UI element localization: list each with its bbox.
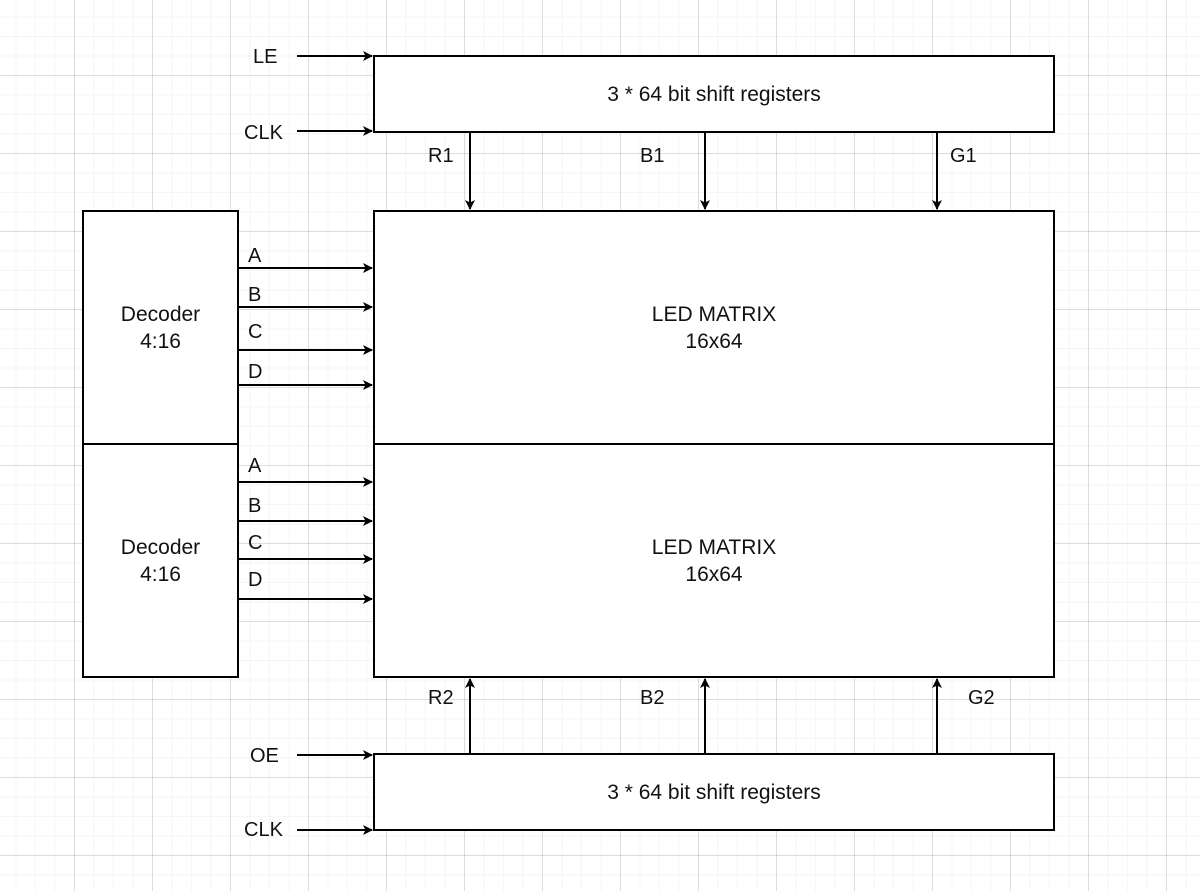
clk-top-label: CLK [244, 122, 283, 144]
led-matrix-bottom-title: LED MATRIX [651, 535, 777, 559]
r2-label: R2 [428, 687, 454, 709]
decoder-bottom: Decoder 4:16 [82, 443, 239, 678]
led-matrix-bottom-size: 16x64 [685, 562, 743, 586]
clk-bottom-label: CLK [244, 819, 283, 841]
decoder-top-a-label: A [248, 245, 262, 267]
decoder-top-title: Decoder [120, 302, 201, 326]
shift-register-bottom: 3 * 64 bit shift registers [373, 753, 1055, 831]
decoder-bottom-b-label: B [248, 495, 262, 517]
le-label: LE [253, 46, 278, 68]
led-matrix-top-title: LED MATRIX [651, 302, 777, 326]
decoder-bottom-a-label: A [248, 455, 262, 477]
decoder-bottom-title: Decoder [120, 535, 201, 559]
shift-register-top-label: 3 * 64 bit shift registers [607, 82, 821, 106]
b1-label: B1 [640, 145, 665, 167]
shift-register-bottom-label: 3 * 64 bit shift registers [607, 780, 821, 804]
g2-label: G2 [968, 687, 995, 709]
led-matrix-top: LED MATRIX 16x64 [373, 210, 1055, 445]
shift-register-top: 3 * 64 bit shift registers [373, 55, 1055, 133]
b2-label: B2 [640, 687, 665, 709]
decoder-top-c-label: C [248, 321, 263, 343]
led-matrix-bottom: LED MATRIX 16x64 [373, 443, 1055, 678]
decoder-bottom-ratio: 4:16 [140, 562, 181, 586]
decoder-top: Decoder 4:16 [82, 210, 239, 445]
oe-label: OE [250, 745, 279, 767]
decoder-bottom-d-label: D [248, 569, 263, 591]
decoder-bottom-c-label: C [248, 532, 263, 554]
r1-label: R1 [428, 145, 454, 167]
decoder-top-d-label: D [248, 361, 263, 383]
g1-label: G1 [950, 145, 977, 167]
decoder-top-ratio: 4:16 [140, 329, 181, 353]
decoder-top-b-label: B [248, 284, 262, 306]
led-matrix-top-size: 16x64 [685, 329, 743, 353]
